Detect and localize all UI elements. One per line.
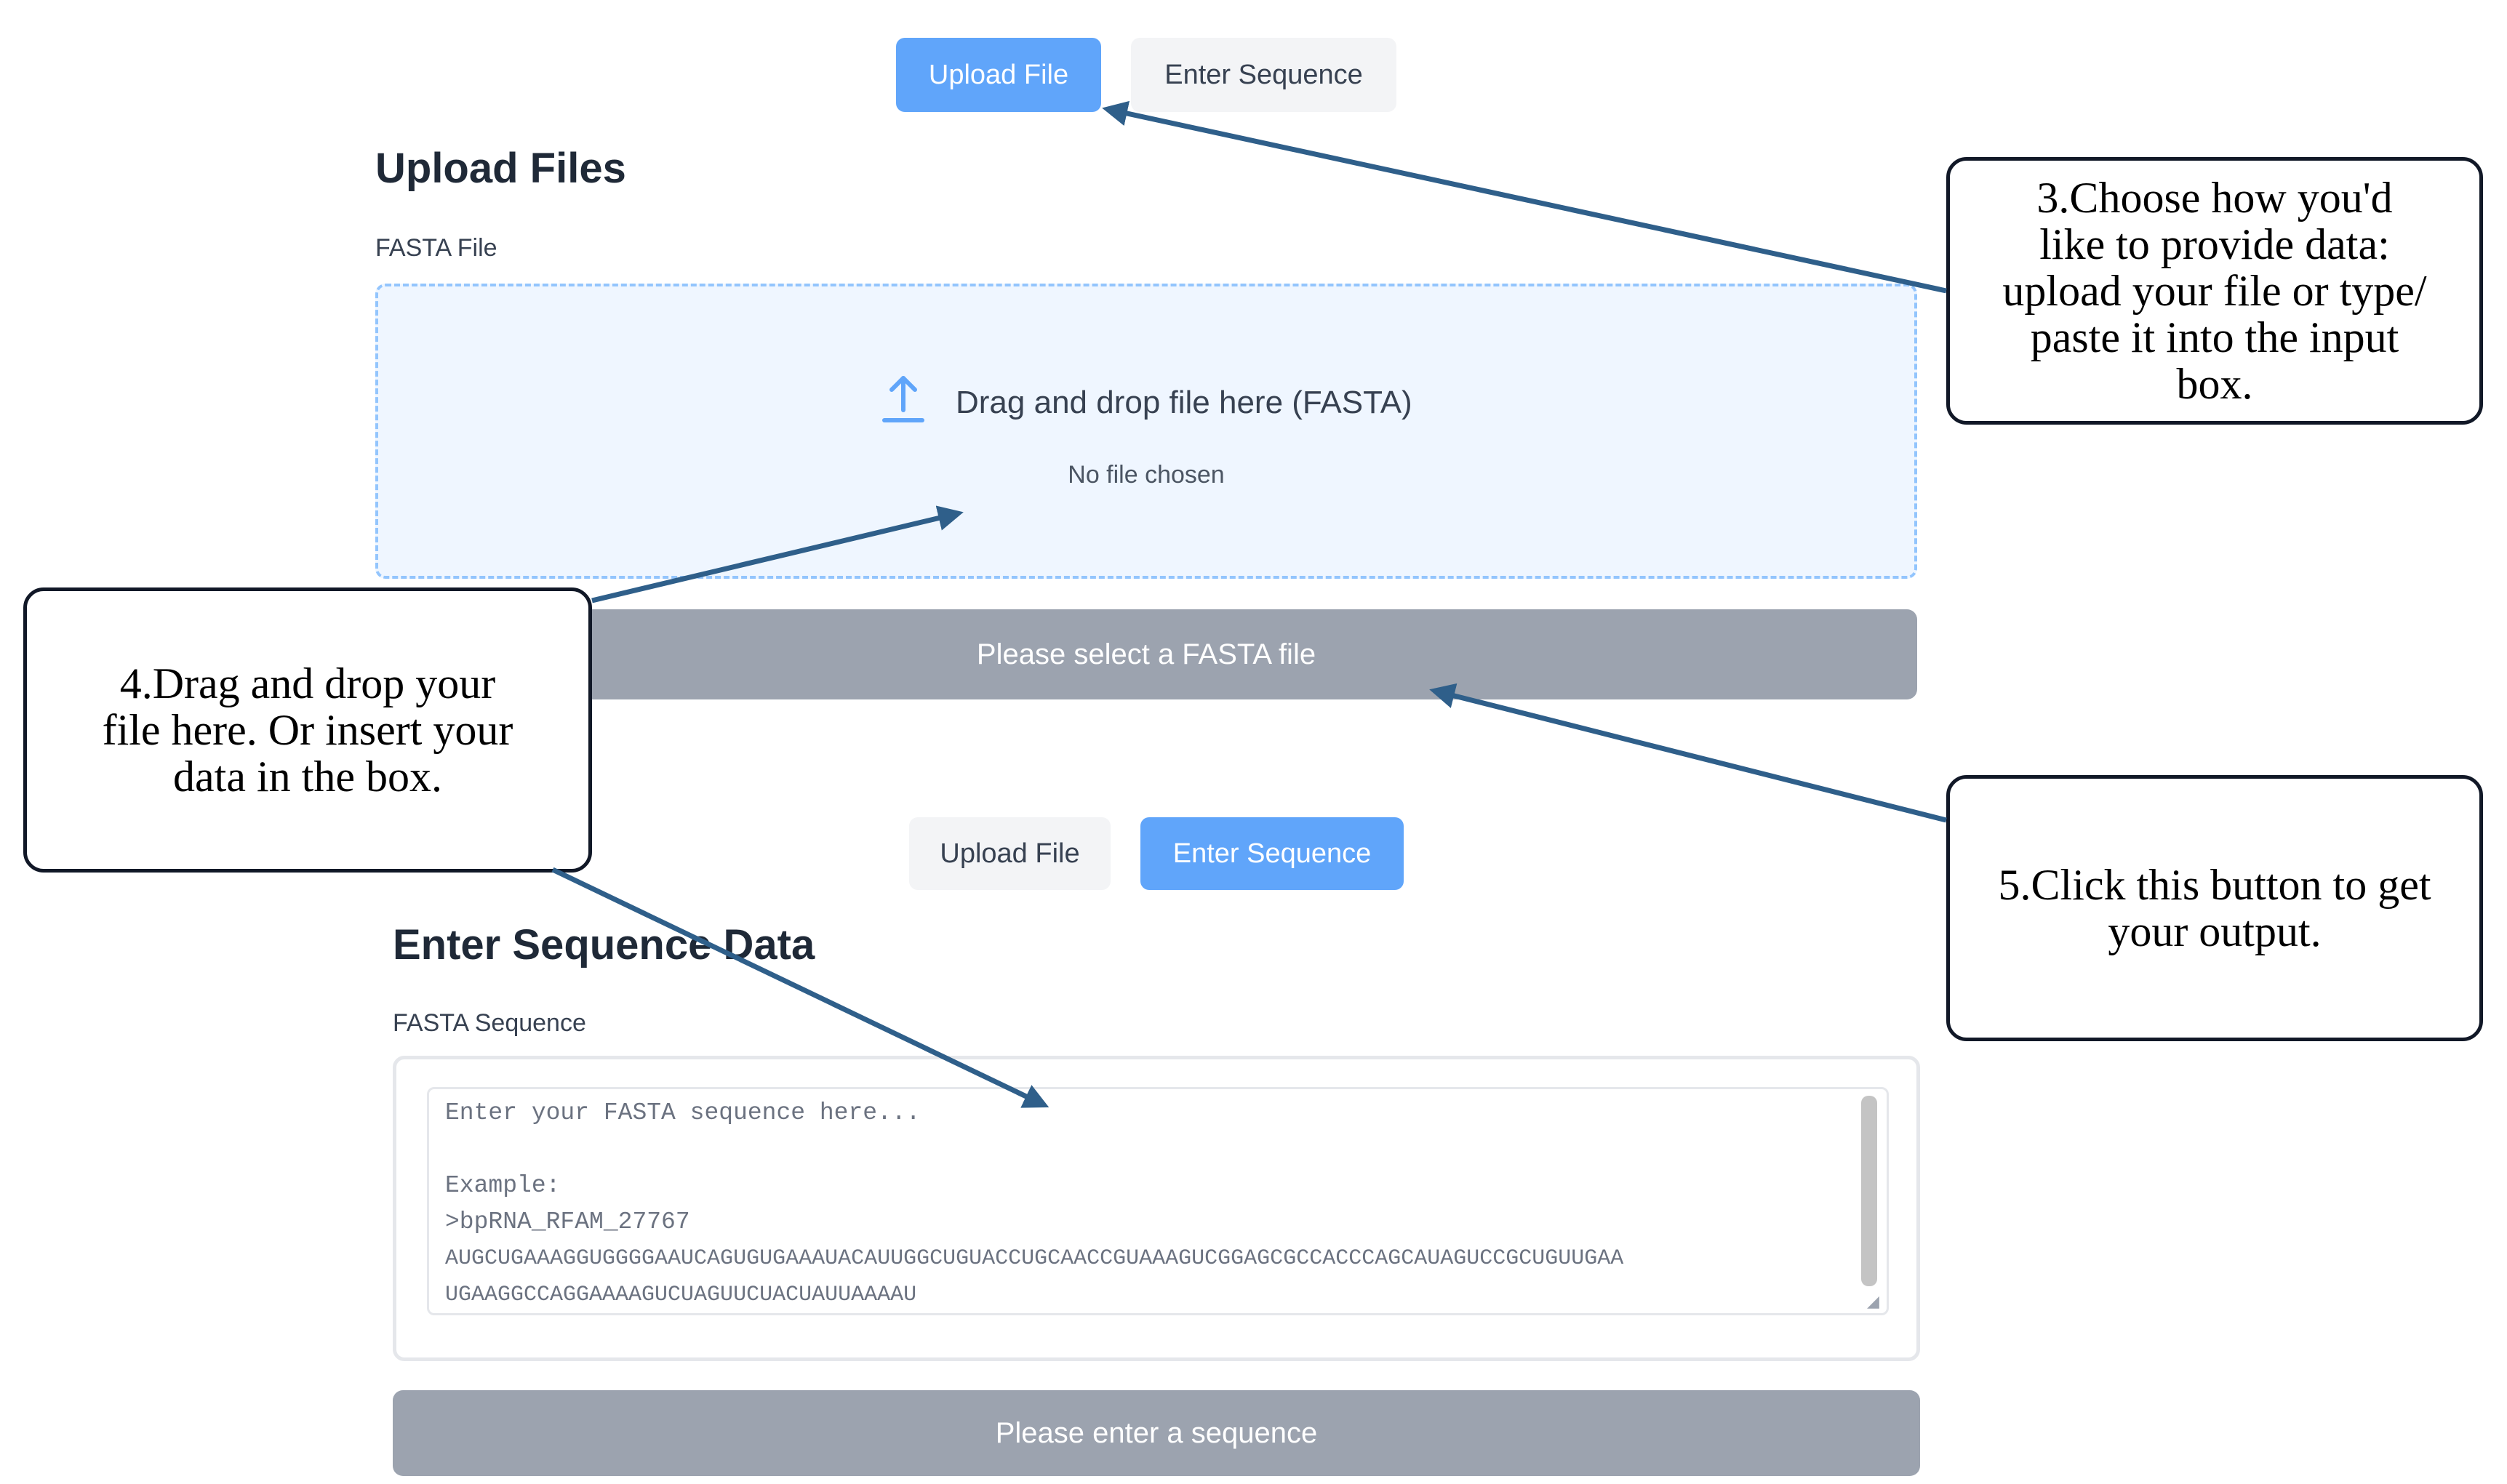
- dropzone-prompt: Drag and drop file here (FASTA): [880, 372, 1412, 433]
- textarea-line: UGAAGGCCAGGAAAAGUCUAGUUCUACUAUUAAAAU: [445, 1283, 917, 1307]
- enter-sequence-title: Enter Sequence Data: [393, 921, 815, 968]
- sequence-textarea[interactable]: Enter your FASTA sequence here... Exampl…: [427, 1087, 1889, 1315]
- resize-grip-icon[interactable]: ◢: [1867, 1292, 1879, 1310]
- callout-step5-line: 5.Click this button to get: [1998, 861, 2431, 909]
- tab-enter-sequence[interactable]: Enter Sequence: [1131, 38, 1396, 112]
- file-dropzone[interactable]: Drag and drop file here (FASTA) No file …: [375, 284, 1917, 579]
- callout-step4-line: 4.Drag and drop your: [119, 659, 496, 707]
- callout-step4: 4.Drag and drop your file here. Or inser…: [23, 587, 592, 873]
- file-status: No file chosen: [1068, 461, 1225, 489]
- upload-files-title: Upload Files: [375, 145, 626, 192]
- callout-step3-line: upload your file or type/: [2002, 267, 2427, 315]
- textarea-line: AUGCUGAAAGGUGGGGAAUCAGUGUGAAAUACAUUGGCUG…: [445, 1246, 1624, 1271]
- callout-step3-line: box.: [2176, 360, 2253, 408]
- callout-step3-line: 3.Choose how you'd: [2036, 174, 2393, 222]
- arrow-step5: [1429, 683, 1947, 823]
- fasta-sequence-label: FASTA Sequence: [393, 1009, 586, 1037]
- callout-step4-line: file here. Or insert your: [102, 706, 513, 754]
- tab-upload-file[interactable]: Upload File: [896, 38, 1101, 112]
- dropzone-text: Drag and drop file here (FASTA): [956, 384, 1412, 420]
- callout-step5-line: your output.: [2108, 907, 2322, 955]
- submit-file-button[interactable]: Please select a FASTA file: [375, 609, 1917, 699]
- textarea-line: Enter your FASTA sequence here...: [445, 1099, 921, 1126]
- fasta-file-label: FASTA File: [375, 234, 497, 262]
- callout-step4-line: data in the box.: [173, 753, 442, 801]
- callout-step3-line: paste it into the input: [2030, 313, 2399, 361]
- callout-step5: 5.Click this button to get your output.: [1946, 775, 2483, 1041]
- submit-sequence-button[interactable]: Please enter a sequence: [393, 1390, 1920, 1476]
- upload-arrow-icon: [880, 372, 927, 433]
- tab-enter-sequence-2[interactable]: Enter Sequence: [1140, 817, 1404, 890]
- textarea-scrollbar[interactable]: [1861, 1096, 1877, 1286]
- textarea-line: Example:: [445, 1172, 561, 1199]
- callout-step3-line: like to provide data:: [2039, 220, 2390, 268]
- tab-upload-file-2[interactable]: Upload File: [909, 817, 1111, 890]
- textarea-line: [445, 1131, 1871, 1168]
- textarea-line: >bpRNA_RFAM_27767: [445, 1208, 690, 1235]
- callout-step3: 3.Choose how you'd like to provide data:…: [1946, 157, 2483, 425]
- sequence-input-container: Enter your FASTA sequence here... Exampl…: [393, 1056, 1920, 1361]
- arrow-step3: [1102, 100, 1947, 294]
